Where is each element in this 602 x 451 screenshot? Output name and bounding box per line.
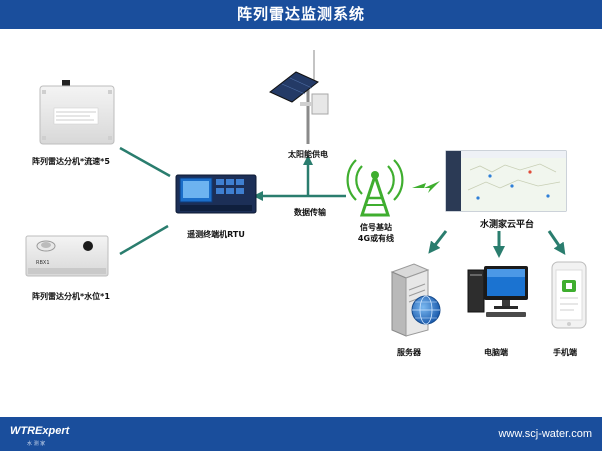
tower-label: 信号基站 (360, 223, 392, 232)
solar-label: 太阳能供电 (288, 150, 328, 159)
header-bar (0, 0, 602, 29)
rtu-label: 遥测终端机RTU (187, 230, 245, 239)
velocity-radar-device (39, 80, 115, 145)
signal-tower-icon (346, 159, 404, 217)
mobile-phone-icon (551, 261, 587, 329)
level-radar-tag: RBX1 (36, 260, 50, 266)
rtu-device (175, 174, 257, 214)
transmission-label: 数据传输 (294, 208, 326, 217)
tower-sublabel: 4G或有线 (357, 234, 395, 243)
brand-logo: WTRExpert (10, 425, 70, 437)
signal-arrow (412, 181, 440, 193)
desktop-pc-icon (467, 266, 528, 317)
cloud-platform-screen (445, 150, 567, 212)
footer-bar (0, 417, 602, 451)
level-radar-device (25, 235, 109, 277)
level-radar-label: 阵列雷达分机*水位*1 (32, 292, 110, 301)
connector-cloud-server (428, 230, 448, 254)
connector-cloud-mobile (547, 230, 566, 255)
brand-subtitle: 水 测 家 (27, 441, 46, 447)
connector-level-rtu (119, 224, 169, 256)
page-title: 阵列雷达监测系统 (236, 5, 365, 23)
mobile-label: 手机端 (553, 348, 577, 357)
server-label: 服务器 (397, 348, 421, 357)
cloud-label: 水测家云平台 (479, 220, 535, 230)
velocity-radar-label: 阵列雷达分机*流速*5 (32, 157, 110, 166)
connector-velocity-rtu (119, 146, 171, 178)
website-url: www.scj-water.com (498, 428, 592, 440)
server-icon (390, 263, 441, 337)
solar-panel-device (269, 50, 329, 144)
pc-label: 电脑端 (484, 348, 508, 357)
